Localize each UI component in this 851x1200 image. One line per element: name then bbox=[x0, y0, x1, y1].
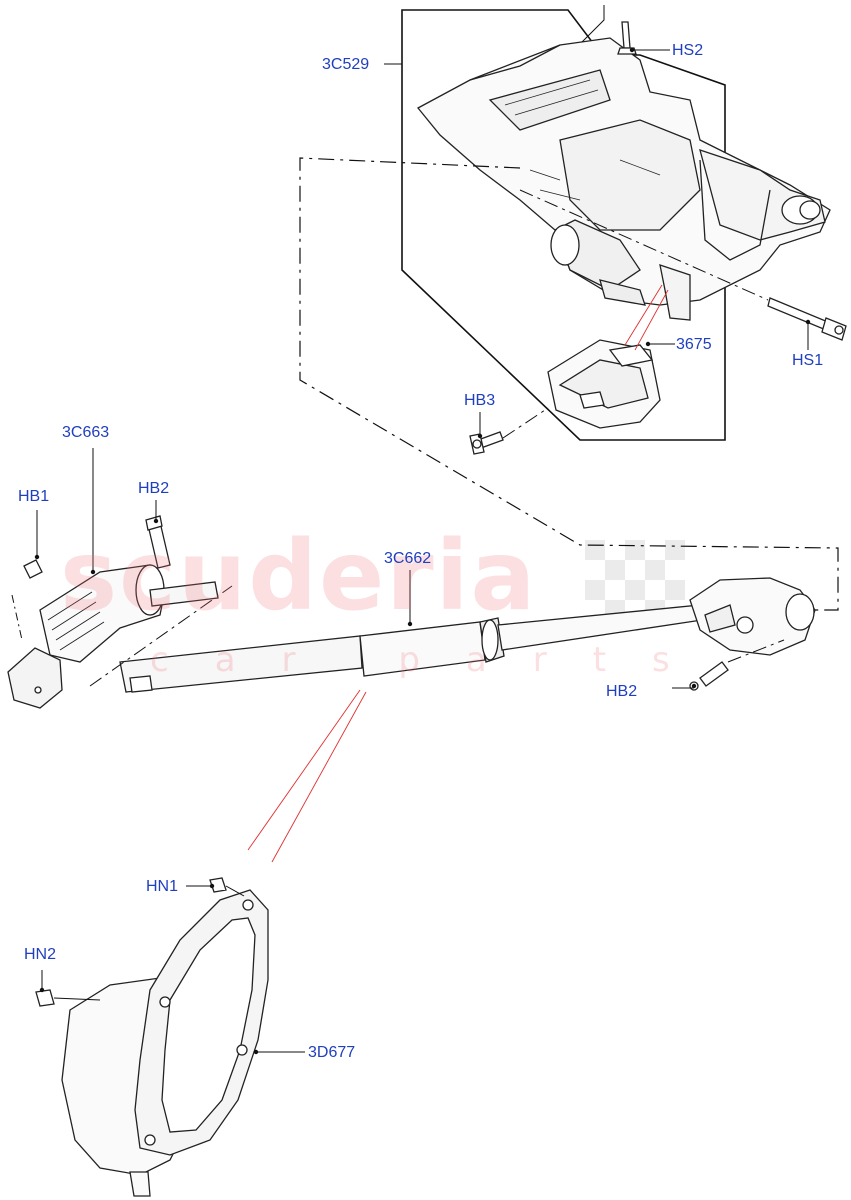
callout-3c662[interactable]: 3C662 bbox=[384, 550, 432, 567]
switch-module-3675 bbox=[547, 339, 661, 429]
callout-hb3[interactable]: HB3 bbox=[464, 392, 496, 409]
hs2-bolt-icon bbox=[617, 21, 637, 55]
callout-hs1[interactable]: HS1 bbox=[792, 352, 824, 369]
callout-3675[interactable]: 3675 bbox=[676, 336, 712, 353]
callout-3c529[interactable]: 3C529 bbox=[322, 56, 370, 73]
callout-hb2-left[interactable]: HB2 bbox=[138, 480, 170, 497]
intermediate-shaft-3c662 bbox=[119, 604, 703, 693]
callout-3d677[interactable]: 3D677 bbox=[308, 1044, 356, 1061]
callout-hs2[interactable]: HS2 bbox=[672, 42, 704, 59]
steering-column-assembly bbox=[416, 37, 831, 321]
callout-3c663[interactable]: 3C663 bbox=[62, 424, 110, 441]
bulkhead-seal-3d677 bbox=[61, 889, 269, 1197]
callout-hn2[interactable]: HN2 bbox=[24, 946, 57, 963]
alignment-line-left bbox=[299, 157, 839, 611]
column-assembly-frame bbox=[401, 9, 726, 441]
hb1-nut-icon bbox=[23, 559, 43, 579]
watermark-text: scuderia bbox=[60, 520, 538, 632]
callout-hb2-right[interactable]: HB2 bbox=[606, 683, 638, 700]
steering-boot-3c663 bbox=[7, 564, 219, 709]
callout-hb1[interactable]: HB1 bbox=[18, 488, 50, 505]
hn2-nut-icon bbox=[35, 989, 55, 1007]
watermark-subtext: car parts bbox=[150, 640, 716, 680]
hs1-bolt-icon bbox=[767, 297, 847, 341]
callout-hn1[interactable]: HN1 bbox=[146, 878, 179, 895]
hb3-bolt-icon bbox=[469, 431, 504, 455]
universal-joint-right bbox=[689, 577, 816, 656]
